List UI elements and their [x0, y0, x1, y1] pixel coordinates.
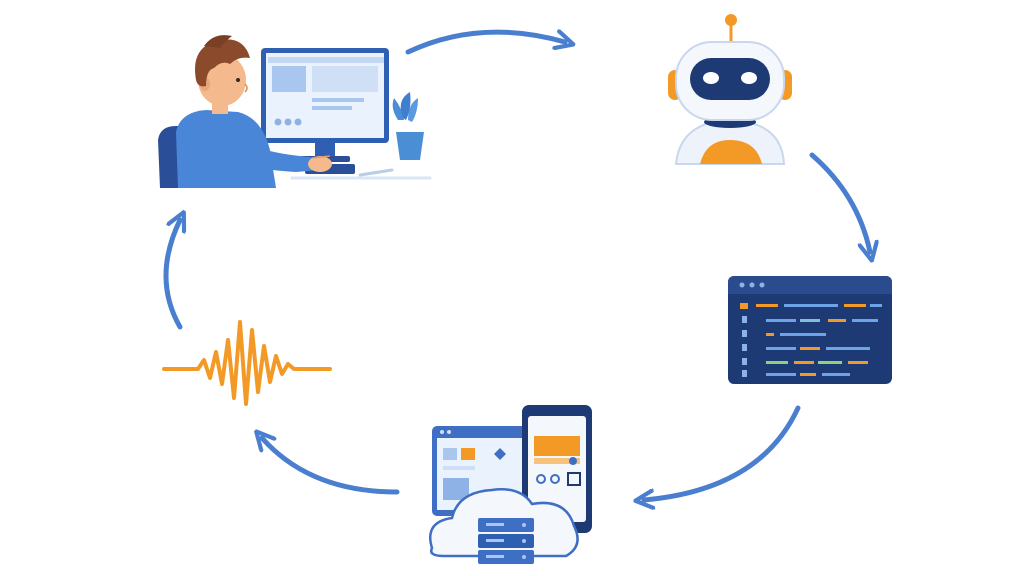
arrow-developer-to-robot — [405, 32, 565, 55]
waveform-icon — [162, 320, 332, 406]
code-editor-icon — [728, 276, 892, 384]
arrow-deploy-to-signal — [262, 438, 400, 495]
apps-cloud-servers-icon — [429, 405, 592, 564]
arrow-code-to-deploy — [644, 405, 801, 500]
developer-at-computer-icon — [158, 35, 432, 188]
robot-icon — [668, 14, 792, 165]
arrow-robot-to-code — [809, 152, 870, 252]
cycle-arrows — [163, 32, 870, 500]
arrow-signal-to-developer — [163, 220, 180, 330]
